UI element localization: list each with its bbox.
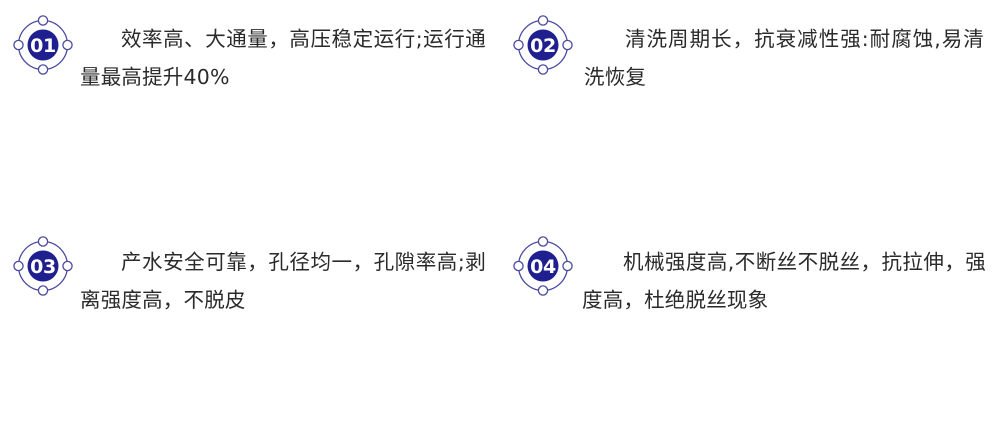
atom-badge-icon-03: 03	[13, 236, 73, 296]
feature-text-02: 清洗周期长，抗衰减性强:耐腐蚀,易清洗恢复	[584, 27, 984, 89]
feature-item-01: 01 效率高、大通量，高压稳定运行;运行通量最高提升40%	[0, 0, 500, 196]
feature-item-03: 03 产水安全可靠，孔径均一，孔隙率高;剥离强度高，不脱皮	[0, 236, 500, 433]
badge-number-01: 01	[30, 35, 56, 57]
feature-text-03: 产水安全可靠，孔径均一，孔隙率高;剥离强度高，不脱皮	[80, 250, 486, 312]
badge-number-02: 02	[530, 35, 556, 57]
atom-badge-icon-01: 01	[13, 15, 73, 75]
badge-number-04: 04	[530, 256, 556, 278]
feature-text-04: 机械强度高,不断丝不脱丝，抗拉伸，强度高，杜绝脱丝现象	[582, 250, 986, 312]
feature-text-01: 效率高、大通量，高压稳定运行;运行通量最高提升40%	[80, 27, 486, 89]
atom-badge-icon-04: 04	[513, 236, 573, 296]
badge-number-03: 03	[30, 256, 56, 278]
atom-badge-icon-02: 02	[513, 15, 573, 75]
feature-item-04: 04 机械强度高,不断丝不脱丝，抗拉伸，强度高，杜绝脱丝现象	[500, 236, 1000, 433]
feature-item-02: 02 清洗周期长，抗衰减性强:耐腐蚀,易清洗恢复	[500, 0, 1000, 196]
